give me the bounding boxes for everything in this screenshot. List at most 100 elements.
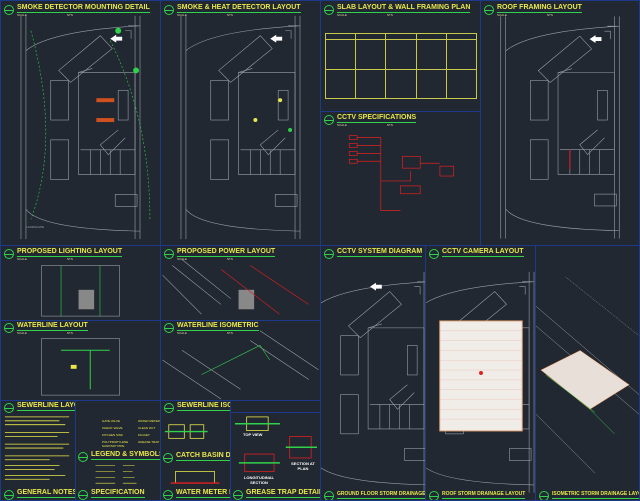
scale-value: NTS xyxy=(226,13,233,17)
section-label: SECTION AT PLAN xyxy=(291,461,315,471)
detail-badge-icon xyxy=(164,249,174,259)
detail-badge-icon xyxy=(164,403,174,413)
detail-badge-icon xyxy=(163,453,173,463)
legend-item: FAUCET xyxy=(138,433,150,437)
panel-title: CCTV SYSTEM DIAGRAM xyxy=(324,248,423,259)
title-text: PROPOSED LIGHTING LAYOUT xyxy=(17,248,123,255)
panel-cctv-system-diagram: CCTV SYSTEM DIAGRAM GROUND FLOOR STORM D… xyxy=(320,245,426,501)
detail-badge-icon xyxy=(324,5,334,15)
detail-badge-icon xyxy=(429,249,439,259)
detail-badge-icon xyxy=(4,249,14,259)
panel-title: SLAB LAYOUT & WALL FRAMING PLAN SCALE NTS xyxy=(324,4,471,17)
title-text: GENERAL NOTES xyxy=(17,489,76,496)
roof-drainage-drawing xyxy=(426,271,535,494)
scale-label: SCALE xyxy=(497,13,507,17)
panel-title: SMOKE & HEAT DETECTOR LAYOUT SCALE NTS xyxy=(164,4,301,17)
legend-item: WATER METER xyxy=(138,419,160,423)
panel-title: GROUND FLOOR STORM DRAINAGE LAYOUT xyxy=(324,490,426,500)
detail-badge-icon xyxy=(164,5,174,15)
detail-badge-icon xyxy=(484,5,494,15)
scale-label: SCALE xyxy=(17,257,27,261)
title-text: ISOMETRIC STORM DRAINAGE LAYOUT xyxy=(552,491,640,497)
detail-badge-icon xyxy=(324,115,334,125)
scale-label: SCALE xyxy=(177,331,187,335)
title-text: CCTV SPECIFICATIONS xyxy=(337,114,417,121)
title-text: SMOKE DETECTOR MOUNTING DETAIL xyxy=(17,4,150,11)
legend-item: POLYPROPYLENE SANITARY PIPE xyxy=(102,440,129,448)
panel-slab-layout: SLAB LAYOUT & WALL FRAMING PLAN SCALE NTS xyxy=(320,0,481,112)
legend-item: GATE VALVE xyxy=(102,419,121,423)
scale-label: SCALE xyxy=(177,13,187,17)
panel-title: ROOF FRAMING LAYOUT SCALE NTS xyxy=(484,4,582,17)
legend-item: GREASE TRAP xyxy=(138,440,160,444)
title-text: SEWERLINE LAYOUT xyxy=(17,402,75,409)
lighting-plan-drawing xyxy=(41,265,120,317)
title-text: SEWERLINE ISOMETRIC xyxy=(177,402,230,409)
legend-item: CHECK VALVE xyxy=(102,426,123,430)
detail-badge-icon xyxy=(4,490,14,500)
detail-badge-icon xyxy=(324,249,334,259)
scale-value: NTS xyxy=(226,257,233,261)
slab-schedule-table xyxy=(324,33,478,99)
floor-plan-drawing xyxy=(20,15,151,240)
panel-title: ROOF STORM DRAINAGE LAYOUT xyxy=(429,490,526,500)
scale-label: SCALE xyxy=(337,123,347,127)
panel-title: ISOMETRIC STORM DRAINAGE LAYOUT xyxy=(539,490,640,500)
longitudinal-section-label: LONGITUDINAL SECTION xyxy=(243,475,275,485)
title-text: GROUND FLOOR STORM DRAINAGE LAYOUT xyxy=(337,491,426,497)
scale-value: NTS xyxy=(226,331,233,335)
general-notes-text xyxy=(4,416,70,480)
detail-badge-icon xyxy=(4,323,14,333)
floor-plan-drawing xyxy=(500,16,620,239)
detail-badge-icon xyxy=(78,452,88,462)
cctv-wiring-diagram xyxy=(348,135,455,211)
scale-label: SCALE xyxy=(337,13,347,17)
title-text: CCTV SYSTEM DIAGRAM xyxy=(337,248,423,255)
detail-badge-icon xyxy=(539,491,549,500)
title-text: SPECIFICATION xyxy=(91,489,145,496)
scale-value: NTS xyxy=(66,13,73,17)
panel-waterline-layout: WATERLINE LAYOUT SCALE NTS xyxy=(0,320,161,401)
detail-badge-icon xyxy=(233,490,243,500)
panel-title: LEGEND & SYMBOLS xyxy=(78,451,160,462)
panel-title: SEWERLINE ISOMETRIC xyxy=(164,402,230,413)
grease-trap-drawing xyxy=(234,416,318,473)
panel-title: CATCH BASIN DETAILS xyxy=(163,452,231,463)
title-text: SMOKE & HEAT DETECTOR LAYOUT xyxy=(177,4,301,11)
title-text: CATCH BASIN DETAILS xyxy=(176,452,231,459)
floor-plan-drawing xyxy=(321,271,425,493)
scale-value: NTS xyxy=(386,13,393,17)
scale-label: SCALE xyxy=(17,331,27,335)
panel-smoke-heat-detector: SMOKE & HEAT DETECTOR LAYOUT SCALE NTS xyxy=(160,0,321,246)
scale-value: NTS xyxy=(546,13,553,17)
panel-grease-trap: TOP VIEW SECTION AT PLAN LONGITUDINAL SE… xyxy=(230,412,321,501)
title-text: ROOF FRAMING LAYOUT xyxy=(497,4,582,11)
title-text: WATERLINE LAYOUT xyxy=(17,322,88,329)
panel-title: WATERLINE LAYOUT SCALE NTS xyxy=(4,322,88,335)
detail-badge-icon xyxy=(164,323,174,333)
panel-title: GENERAL NOTES xyxy=(4,489,76,500)
scale-value: NTS xyxy=(66,331,73,335)
panel-title: WATER METER DETAILS xyxy=(163,489,230,500)
isometric-drainage-drawing xyxy=(536,276,639,474)
legend-item: CLEAN OUT xyxy=(138,426,156,430)
panel-sewerline-isometric: SEWERLINE ISOMETRIC CATCH BASIN DETAILS … xyxy=(160,400,231,501)
detail-badge-icon xyxy=(324,491,334,500)
title-text: SLAB LAYOUT & WALL FRAMING PLAN xyxy=(337,4,471,11)
specification-text xyxy=(95,465,137,484)
floor-plan-drawing xyxy=(180,15,301,240)
panel-title: CCTV CAMERA LAYOUT xyxy=(429,248,524,259)
panel-sewerline-layout: SEWERLINE LAYOUT GENERAL NOTES xyxy=(0,400,76,501)
legend-item: KITCHEN SINK xyxy=(102,433,124,437)
scale-label: SCALE xyxy=(17,13,27,17)
panel-isometric-storm-drainage: ISOMETRIC STORM DRAINAGE LAYOUT xyxy=(535,245,640,501)
detail-badge-icon xyxy=(78,490,88,500)
